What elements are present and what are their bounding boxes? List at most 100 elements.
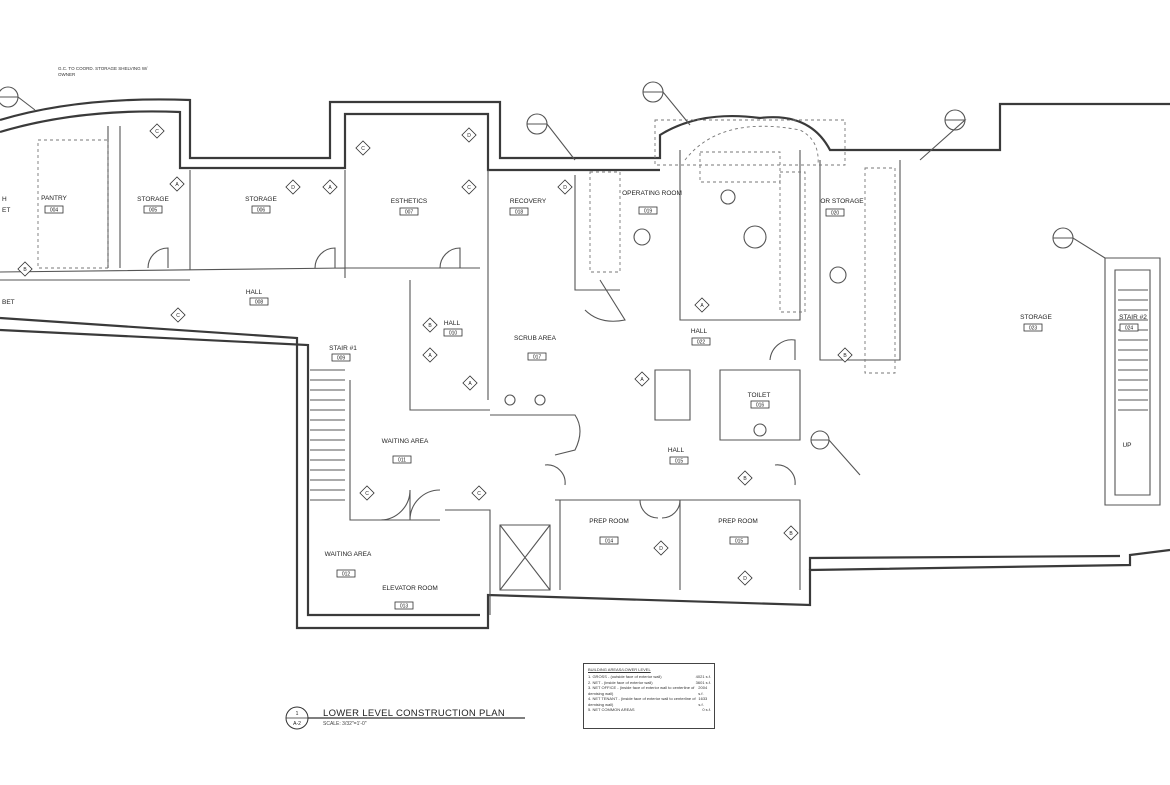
wall-tag: A — [328, 185, 332, 191]
area-value: 3601 s.f. — [695, 679, 711, 685]
room-name: STORAGE — [1020, 314, 1052, 321]
room-number: 007 — [405, 210, 414, 216]
or-equipment — [504, 189, 847, 437]
wall-tag: B — [789, 531, 793, 537]
room-number: 010 — [449, 331, 458, 337]
area-label: 3. NET OFFICE - (inside face of exterior… — [588, 685, 695, 696]
area-label: 5. NET COMMON AREAS — [588, 707, 635, 712]
wall-tag: B — [843, 353, 847, 359]
room-name-partial: ET — [2, 207, 10, 214]
room-name: STAIR #2 — [1119, 314, 1147, 321]
room-name: TOILET — [748, 392, 771, 399]
room-name: STAIR #1 — [329, 345, 357, 352]
detail-tag: 1 A-2 — [285, 706, 525, 730]
room-number: 015 — [675, 459, 684, 465]
area-row: 1. GROSS - (outside face of exterior wal… — [588, 674, 711, 680]
area-row: 5. NET COMMON AREAS 0 s.f. — [588, 707, 711, 713]
wall-tag: A — [700, 303, 704, 309]
stair-2-treads — [1118, 289, 1148, 411]
room-number: 005 — [149, 208, 158, 214]
drawing-title: LOWER LEVEL CONSTRUCTION PLAN — [323, 708, 506, 719]
room-number: 011 — [398, 458, 406, 464]
interior-walls — [0, 126, 1161, 615]
general-note: G.C. TO COORD. STORAGE SHELVING W/ OWNER — [58, 66, 148, 77]
room-name: HALL — [246, 289, 263, 296]
area-schedule-heading: BUILDING AREAS/LOWER LEVEL — [588, 667, 651, 672]
area-row: 3. NET OFFICE - (inside face of exterior… — [588, 685, 711, 696]
room-number: 009 — [337, 356, 346, 362]
wall-tag: C — [477, 491, 481, 497]
room-name: ESTHETICS — [391, 198, 428, 205]
area-value: 0 s.f. — [702, 707, 711, 712]
room-name-partial: BET — [2, 299, 15, 306]
door-swings — [147, 247, 796, 521]
area-value: 1633 s.f. — [698, 696, 708, 707]
room-name: PREP ROOM — [589, 518, 629, 525]
wall-type-tags: C A D A C D C D C B A A A A B C C D D B … — [17, 123, 853, 586]
exterior-walls — [0, 98, 1170, 630]
room-labels: H ET BET PANTRY 004 STORAGE 005 STORAGE … — [2, 190, 1147, 610]
room-name: OR STORAGE — [820, 198, 864, 205]
room-name-partial: H — [2, 196, 7, 203]
wall-tag: A — [428, 353, 432, 359]
area-label: 1. GROSS - (outside face of exterior wal… — [588, 674, 662, 679]
area-row: 2. NET - (inside face of exterior wall) 3… — [588, 680, 711, 686]
room-number: 024 — [1125, 326, 1134, 332]
wall-tag: C — [361, 146, 365, 152]
room-name: WAITING AREA — [382, 438, 429, 445]
room-number: 013 — [400, 604, 409, 610]
room-number: 012 — [342, 572, 351, 578]
area-schedule: BUILDING AREAS/LOWER LEVEL 1. GROSS - (o… — [583, 663, 715, 729]
casework — [37, 119, 896, 374]
sheet-number: A-2 — [293, 721, 301, 727]
room-number: 019 — [644, 209, 653, 215]
room-number: 020 — [831, 211, 840, 217]
room-name: RECOVERY — [510, 198, 547, 205]
area-label: 2. NET - (inside face of exterior wall) — [588, 679, 653, 685]
room-number: 016 — [756, 403, 765, 409]
room-name: HALL — [668, 447, 685, 454]
room-name: ELEVATOR ROOM — [382, 585, 438, 592]
drawing-scale: SCALE: 3/32"=1'-0" — [323, 721, 367, 727]
stair-direction-label: UP — [1122, 442, 1131, 449]
room-number: 022 — [697, 340, 706, 346]
wall-tag: C — [176, 313, 180, 319]
wall-tag: D — [467, 133, 471, 139]
area-label: 4. NET TENANT - (inside face of exterior… — [588, 696, 696, 707]
room-number: 023 — [1029, 326, 1038, 332]
room-number: 018 — [515, 210, 524, 216]
stair-1-treads — [310, 369, 345, 501]
area-row: 4. NET TENANT - (inside face of exterior… — [588, 696, 711, 707]
room-number: 006 — [257, 208, 266, 214]
room-name: WAITING AREA — [325, 551, 372, 558]
room-number: 015 — [735, 539, 744, 545]
detail-number: 1 — [296, 711, 299, 717]
room-name: PREP ROOM — [718, 518, 758, 525]
room-number: 008 — [255, 300, 264, 306]
wall-tag: D — [291, 185, 295, 191]
room-name: HALL — [444, 320, 461, 327]
wall-tag: B — [23, 267, 27, 273]
room-name: PANTRY — [41, 195, 67, 202]
room-number: 017 — [533, 355, 542, 361]
wall-tag: D — [743, 576, 747, 582]
wall-tag: C — [467, 185, 471, 191]
area-value: 2004 s.f. — [698, 685, 708, 696]
wall-tag: B — [743, 476, 747, 482]
room-name: STORAGE — [137, 196, 169, 203]
area-value: 4021 s.f. — [695, 674, 711, 679]
wall-tag: A — [468, 381, 472, 387]
room-name: HALL — [691, 328, 708, 335]
wall-tag: A — [640, 377, 644, 383]
wall-tag: C — [155, 129, 159, 135]
room-name: SCRUB AREA — [514, 335, 557, 342]
room-number: 004 — [50, 208, 59, 214]
room-number: 014 — [605, 539, 614, 545]
room-name: OPERATING ROOM — [622, 190, 682, 197]
wall-tag: B — [428, 323, 432, 329]
room-name: STORAGE — [245, 196, 277, 203]
wall-tag: D — [659, 546, 663, 552]
wall-tag: A — [175, 182, 179, 188]
wall-tag: D — [563, 185, 567, 191]
